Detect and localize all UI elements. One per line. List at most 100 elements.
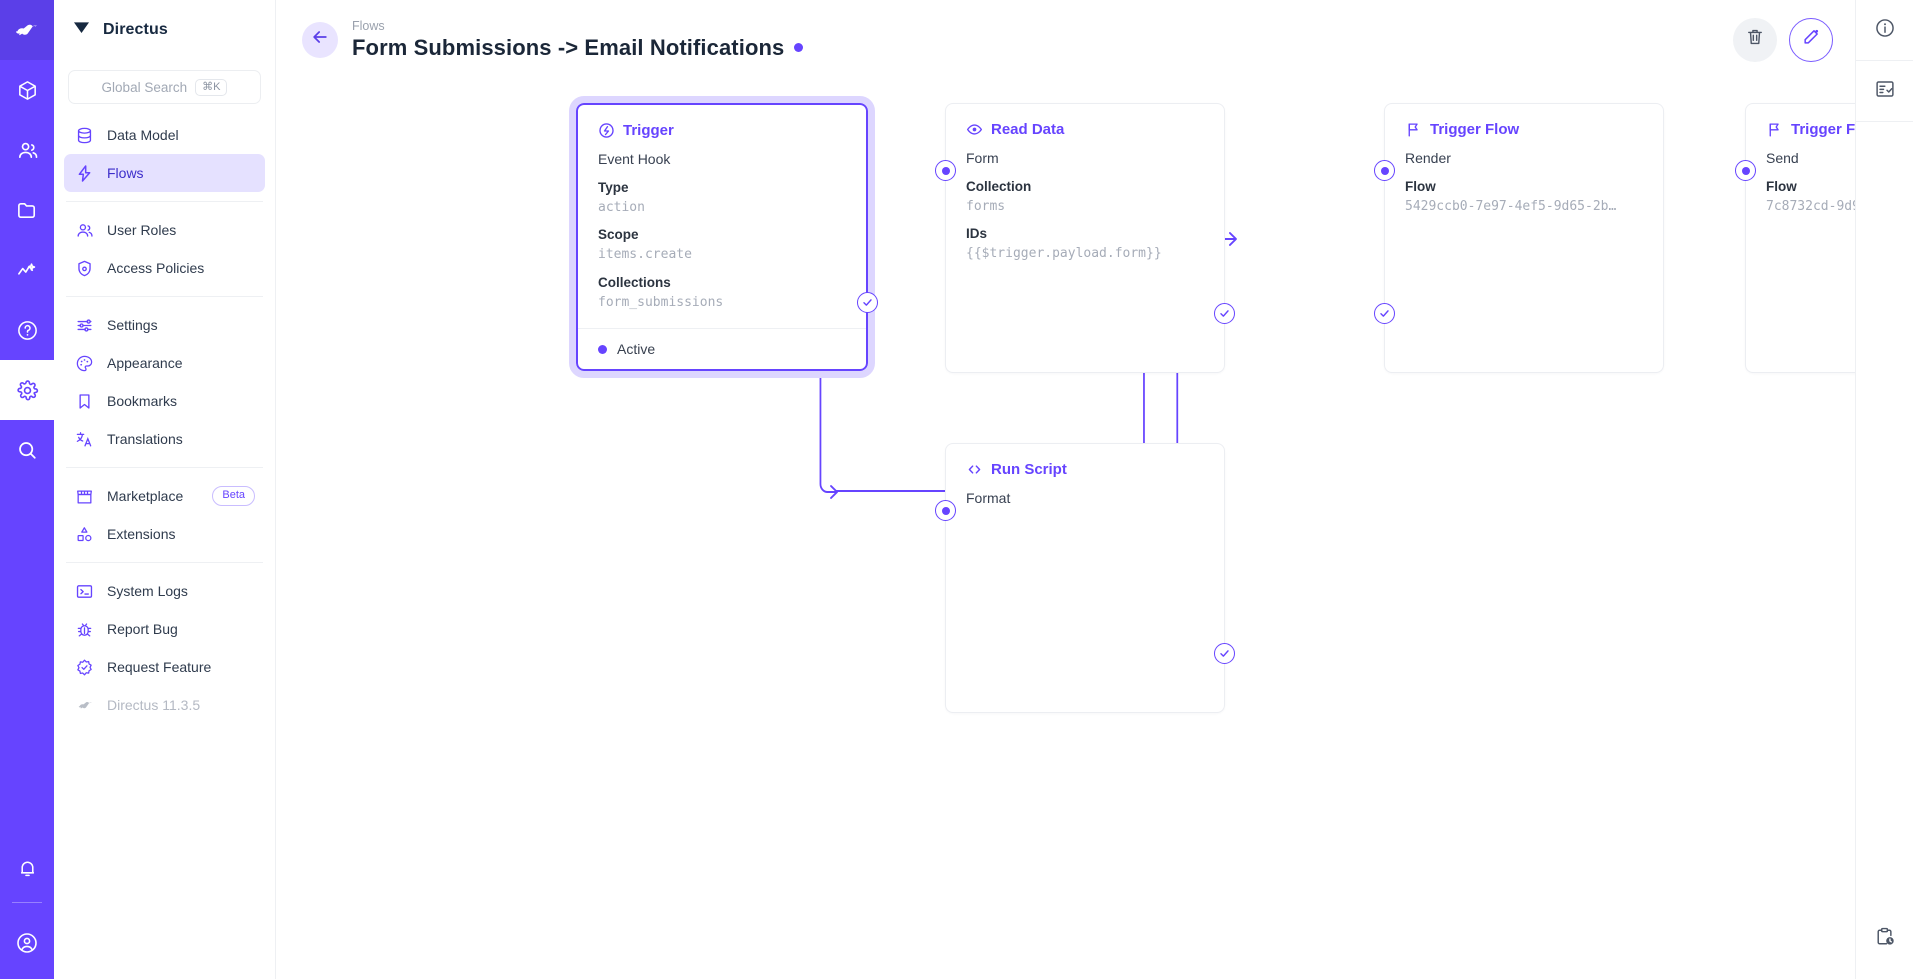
node-body: Send Flow 7c8732cd-9d9e-44be-a3f6-89… [1746,148,1855,232]
trigger-flow-render-input-port[interactable] [1374,160,1395,181]
project-header: Directus [54,0,275,60]
nav-divider [66,562,263,563]
sidebar-item-user-roles[interactable]: User Roles [64,211,265,249]
arrow-left-icon [310,27,330,52]
flow-node-trigger-flow-render[interactable]: Trigger Flow Render Flow 5429ccb0-7e97-4… [1374,103,1664,373]
flow-node-trigger[interactable]: Trigger Event Hook Type action Scope ite… [569,95,878,379]
node-subtitle: Send [1766,150,1799,166]
sidebar-item-system-logs[interactable]: System Logs [64,572,265,610]
sidebar-item-label: Translations [107,431,183,447]
sidebar-item-label: Data Model [107,127,179,143]
run-script-input-port[interactable] [935,500,956,521]
module-bar [0,0,54,979]
info-circle-icon [1874,17,1896,44]
node-header: Trigger [578,105,866,149]
project-logo-icon [72,18,91,42]
directus-logo-icon[interactable] [0,0,54,60]
breadcrumb[interactable]: Flows [352,18,385,33]
users-icon[interactable] [0,120,54,180]
project-name: Directus [103,21,168,38]
sidebar-item-request-feature[interactable]: Request Feature [64,648,265,686]
trash-icon [1745,27,1765,52]
insights-icon[interactable] [0,240,54,300]
bug-icon [74,619,95,640]
node-subtitle: Form [966,150,999,166]
sidebar-item-data-model[interactable]: Data Model [64,116,265,154]
directus-rabbit-icon [74,695,95,716]
sidebar-item-marketplace[interactable]: Marketplace Beta [64,477,265,515]
flow-node-read-data[interactable]: Read Data Form Collection forms IDs {{$t… [935,103,1235,373]
node-subtitle: Event Hook [598,151,671,167]
sidebar-item-label: Settings [107,317,158,333]
edit-flow-button[interactable] [1789,17,1833,62]
nav-group-4: Marketplace Beta Extensions [54,477,275,553]
sidebar-item-label: Access Policies [107,260,205,276]
bookmark-icon [74,391,95,412]
search-icon[interactable] [0,420,54,480]
sidebar-item-flows[interactable]: Flows [64,154,265,192]
header-actions [1733,17,1833,62]
palette-icon [74,353,95,374]
trigger-flow-render-resolve-port[interactable] [1374,303,1395,324]
eye-icon [966,121,983,138]
sidebar-item-translations[interactable]: Translations [64,420,265,458]
logs-sidebar-button[interactable] [1856,61,1913,121]
right-rail-divider [1855,60,1913,61]
user-account-icon[interactable] [0,907,54,979]
sidebar-item-bookmarks[interactable]: Bookmarks [64,382,265,420]
nav-divider [66,467,263,468]
field-key: Type [598,180,629,195]
run-script-resolve-port[interactable] [1214,643,1235,664]
sidebar-item-settings[interactable]: Settings [64,306,265,344]
node-body: Render Flow 5429ccb0-7e97-4ef5-9d65-2b… [1385,148,1663,232]
node-title: Trigger Flow [1791,121,1855,138]
sidebar-item-report-bug[interactable]: Report Bug [64,610,265,648]
node-body: Event Hook Type action Scope items.creat… [578,149,866,328]
sidebar-item-access-policies[interactable]: Access Policies [64,249,265,287]
sidebar-item-label: Appearance [107,355,183,371]
activity-history-button[interactable] [1856,899,1913,979]
trigger-output-port[interactable] [857,292,878,313]
node-title: Trigger [623,122,674,139]
help-circle-icon[interactable] [0,300,54,360]
flow-node-trigger-flow-send[interactable]: Trigger Flow Send Flow 7c8732cd-9d9e-44b… [1735,103,1855,373]
content-box-icon[interactable] [0,60,54,120]
beta-badge: Beta [212,486,255,506]
clipboard-clock-icon [1874,926,1896,953]
port-dot [941,506,950,515]
read-data-input-port[interactable] [935,160,956,181]
port-dot [1741,166,1750,175]
flow-node-run-script[interactable]: Run Script Format [935,443,1235,713]
settings-gear-icon[interactable] [0,360,54,420]
delete-flow-button[interactable] [1733,17,1777,62]
trigger-power-icon [598,122,615,139]
database-icon [74,125,95,146]
node-title: Trigger Flow [1430,121,1520,138]
flow-canvas[interactable]: Trigger Event Hook Type action Scope ite… [276,79,1855,979]
back-button[interactable] [302,21,338,58]
node-body: Format [946,488,1224,525]
sidebar-item-label: Bookmarks [107,393,178,409]
terminal-icon [74,581,95,602]
title-block: Flows Form Submissions -> Email Notifica… [352,18,804,61]
search-placeholder: Global Search [101,79,188,95]
sidebar-item-label: Flows [107,165,144,181]
files-folder-icon[interactable] [0,180,54,240]
right-rail-divider [1855,121,1913,122]
sidebar-item-appearance[interactable]: Appearance [64,344,265,382]
trigger-flow-send-input-port[interactable] [1735,160,1756,181]
notifications-bell-icon[interactable] [0,838,54,898]
node-status-footer: Active [578,328,866,369]
nav-group-3: Settings Appearance Bookmarks Translatio… [54,306,275,458]
info-sidebar-button[interactable] [1856,0,1913,60]
node-subtitle: Format [966,490,1011,506]
shield-lock-icon [74,258,95,279]
search-input[interactable]: Global Search ⌘K [68,70,261,104]
field-value: items.create [598,247,692,263]
extensions-icon [74,524,95,545]
sidebar-item-extensions[interactable]: Extensions [64,515,265,553]
sidebar-item-label: System Logs [107,583,188,599]
node-title: Read Data [991,121,1065,138]
read-data-resolve-port[interactable] [1214,303,1235,324]
